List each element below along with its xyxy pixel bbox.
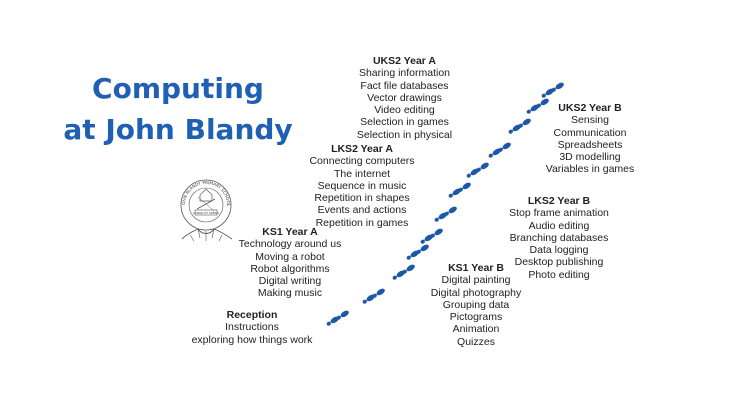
block-item: Fact file databases bbox=[360, 79, 449, 92]
block-item: Desktop publishing bbox=[514, 256, 604, 269]
block-heading: UKS2 Year B bbox=[558, 102, 622, 114]
block-item: Events and actions bbox=[317, 204, 407, 217]
block-heading: LKS2 Year B bbox=[527, 195, 591, 207]
block-item: 3D modelling bbox=[559, 151, 621, 164]
block-heading: KS1 Year A bbox=[262, 226, 318, 238]
block-item: Grouping data bbox=[442, 298, 510, 311]
footprint-icon bbox=[416, 244, 429, 254]
block-item: Instructions bbox=[225, 321, 279, 334]
block-item: Spreadsheets bbox=[557, 138, 623, 151]
block-item: Moving a robot bbox=[255, 250, 325, 263]
block-item: Selection in physical bbox=[356, 128, 453, 141]
block-item: Connecting computers bbox=[309, 155, 415, 168]
block-item: exploring how things work bbox=[191, 333, 313, 346]
block-item: Quizzes bbox=[457, 335, 495, 348]
block-item: Repetition in games bbox=[315, 216, 409, 229]
footprint-icon bbox=[498, 142, 511, 152]
block-item: Animation bbox=[452, 323, 500, 336]
block-item: Stop frame animation bbox=[509, 207, 609, 220]
block-item: Digital painting bbox=[441, 274, 511, 287]
block-item: Pictograms bbox=[449, 311, 503, 324]
block-item: Photo editing bbox=[528, 268, 590, 281]
title-line-1: Computing bbox=[92, 72, 264, 105]
footprint-icon bbox=[430, 228, 443, 238]
block-item: Variables in games bbox=[545, 163, 635, 176]
footprint-icon bbox=[458, 182, 471, 192]
block-item: Sharing information bbox=[358, 67, 451, 80]
block-item: Digital photography bbox=[430, 286, 522, 299]
title-line-2: at John Blandy bbox=[63, 113, 293, 146]
footprint-icon bbox=[536, 98, 549, 108]
block-item: Sequence in music bbox=[317, 179, 407, 192]
block-item: Communication bbox=[553, 126, 627, 139]
block-item: Technology around us bbox=[238, 238, 342, 251]
footprint-icon bbox=[372, 288, 385, 298]
footprint-icon bbox=[476, 162, 489, 172]
block-item: Repetition in shapes bbox=[314, 192, 410, 205]
footprint-icon bbox=[551, 82, 564, 92]
block-heading: KS1 Year B bbox=[448, 262, 504, 274]
footprint-icon bbox=[518, 118, 531, 128]
block-item: Data logging bbox=[529, 244, 589, 257]
block-item: The internet bbox=[333, 167, 391, 180]
block-heading: UKS2 Year A bbox=[372, 55, 437, 67]
block-heading: Reception bbox=[226, 309, 278, 321]
block-heading: LKS2 Year A bbox=[331, 143, 393, 155]
block-item: Sensing bbox=[571, 114, 609, 127]
block-item: Vector drawings bbox=[367, 91, 442, 104]
footprint-icon bbox=[402, 264, 415, 274]
footprint-icon bbox=[444, 206, 457, 216]
school-crest-icon: JOHN BLANDY PRIMARY SCHOOL LABOR ET SPER… bbox=[176, 175, 233, 242]
block-item: Robot algorithms bbox=[250, 262, 330, 275]
page-title: Computing at John Blandy bbox=[58, 68, 298, 150]
crest-motto: LABOR ET SPERO bbox=[193, 211, 220, 215]
block-item: Making music bbox=[257, 287, 323, 300]
block-item: Video editing bbox=[374, 104, 435, 117]
block-item: Branching databases bbox=[509, 231, 609, 244]
block-item: Digital writing bbox=[258, 275, 322, 288]
footprint-icon bbox=[336, 310, 349, 320]
block-item: Audio editing bbox=[528, 219, 590, 232]
block-item: Selection in games bbox=[360, 116, 449, 129]
